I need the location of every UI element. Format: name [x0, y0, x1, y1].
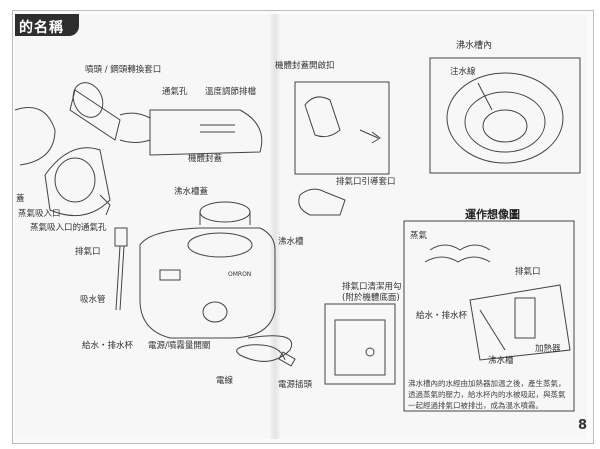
shell-partial-illustration — [14, 107, 56, 166]
manual-page — [15, 14, 587, 439]
label-steam-inlet: 蒸氣吸入口 — [18, 209, 61, 219]
label-cord: 電線 — [216, 376, 234, 386]
concept-label-tank: 沸水槽 — [488, 356, 514, 366]
concept-description: 沸水槽內的水經由加熱器加温之後，產生蒸氣，透過蒸氣的壓力，給水杯內的水被吸起，與… — [408, 379, 566, 410]
mask-illustration — [44, 147, 111, 217]
label-exhaust-port: 排氣口 — [75, 247, 101, 257]
concept-label-steam: 蒸氣 — [410, 231, 428, 241]
label-left-cut: 蓋 — [16, 194, 25, 204]
label-power-switch: 電源/噴霧量開關 — [148, 341, 211, 351]
page-number: 8 — [578, 418, 588, 433]
plug-illustration — [278, 351, 296, 367]
label-cover-latch: 機體封蓋開啟扣 — [275, 61, 335, 71]
label-tank-inside: 沸水槽內 — [456, 41, 493, 51]
label-steam-inlet-vent: 蒸氣吸入口的通氣孔 — [30, 223, 107, 233]
label-temp-knob: 溫度調節排檔 — [205, 87, 257, 97]
concept-label-exhaust: 排氣口 — [515, 267, 541, 277]
label-body-cover: 機體封蓋 — [188, 154, 223, 164]
tank-inside-box — [429, 57, 581, 174]
section-header-text: 的名稱 — [19, 20, 64, 36]
label-exhaust-sleeve: 排氣口引導套口 — [336, 177, 396, 187]
cover-latch-box — [294, 81, 390, 175]
label-water-line: 注水線 — [450, 67, 476, 77]
exhaust-sleeve-illustration — [298, 188, 346, 216]
concept-title: 運作想像圖 — [465, 208, 520, 221]
label-tank: 沸水槽 — [278, 237, 304, 247]
label-brand: OMRON — [228, 271, 252, 278]
main-unit-illustration — [139, 201, 276, 339]
cup-illustration — [114, 227, 128, 311]
page-spine — [270, 14, 280, 439]
label-joint: 噴頭 / 鋼頭轉換套口 — [85, 65, 162, 75]
section-header-tab: 的名稱 — [15, 14, 79, 36]
label-tank-cap: 沸水槽蓋 — [174, 187, 209, 197]
label-suction-pipe: 吸水管 — [80, 295, 106, 305]
label-vent: 通氣孔 — [162, 87, 188, 97]
label-hook-note: (附於機體底面) — [342, 293, 400, 303]
nozzle-illustration — [69, 82, 263, 156]
cleaning-hook-box — [324, 303, 396, 385]
power-cord-illustration — [236, 335, 292, 362]
label-plug: 電源插頭 — [278, 380, 313, 390]
concept-label-cup: 給水・排水杯 — [416, 311, 468, 321]
label-cup: 給水・排水杯 — [82, 341, 134, 351]
concept-label-heater: 加熱器 — [535, 344, 561, 354]
concept-box — [403, 220, 575, 412]
label-hook-title: 排氣口清潔用勾 — [342, 282, 402, 292]
